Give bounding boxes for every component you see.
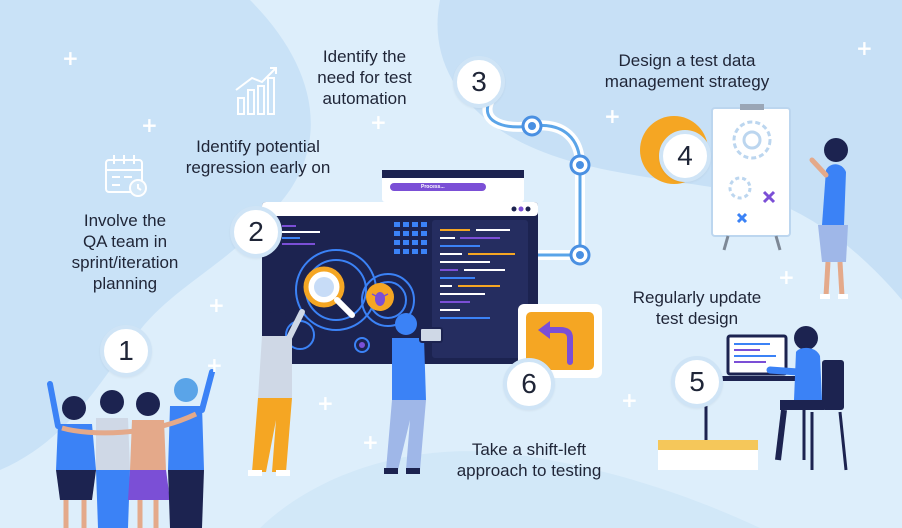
background-blob-left	[0, 0, 311, 470]
step-4-label: Design a test data management strategy	[604, 51, 770, 91]
decorative-plus: +	[370, 110, 387, 134]
step-6-badge: 6	[503, 358, 555, 410]
person-engineer-left	[248, 309, 305, 476]
process-label: Process...	[421, 184, 445, 190]
step-1-label: Involve the QA team in sprint/iteration …	[71, 211, 179, 293]
connector-node	[576, 251, 584, 259]
magnifier-icon	[303, 266, 355, 318]
step-3-label: Identify the need for test automation	[317, 47, 412, 108]
step-4-badge: 4	[659, 130, 711, 182]
decorative-plus: +	[856, 36, 873, 60]
step-2-badge: 2	[230, 206, 282, 258]
laptop-icon	[726, 334, 788, 376]
step-5-label: Regularly update test design	[632, 288, 762, 328]
step-6-label: Take a shift-left approach to testing	[456, 440, 602, 480]
desk	[658, 376, 810, 470]
person-at-desk	[766, 326, 848, 471]
bug-icon	[366, 283, 394, 311]
person-presenter	[809, 138, 848, 299]
calendar-icon	[105, 155, 147, 197]
person-engineer-tablet	[384, 313, 443, 474]
step-1-badge: 1	[100, 325, 152, 377]
whiteboard-icon	[640, 104, 791, 251]
step-5-badge: 5	[671, 356, 723, 408]
dashboard-screen	[262, 202, 538, 364]
team-group	[47, 369, 215, 528]
step-2-label: Identify potential regression early on	[185, 137, 331, 177]
decorative-plus: +	[317, 391, 334, 415]
decorative-plus: +	[62, 46, 79, 70]
decorative-plus: +	[141, 113, 158, 137]
process-window	[382, 170, 524, 202]
connector-node	[576, 161, 584, 169]
decorative-plus: +	[778, 265, 795, 289]
decorative-plus: +	[604, 104, 621, 128]
decorative-plus: +	[362, 430, 379, 454]
decorative-plus: +	[206, 353, 223, 377]
decorative-plus: +	[621, 388, 638, 412]
step-3-badge: 3	[453, 56, 505, 108]
connector-node	[528, 122, 536, 130]
bar-chart-icon	[235, 67, 277, 115]
decorative-plus: +	[208, 293, 225, 317]
